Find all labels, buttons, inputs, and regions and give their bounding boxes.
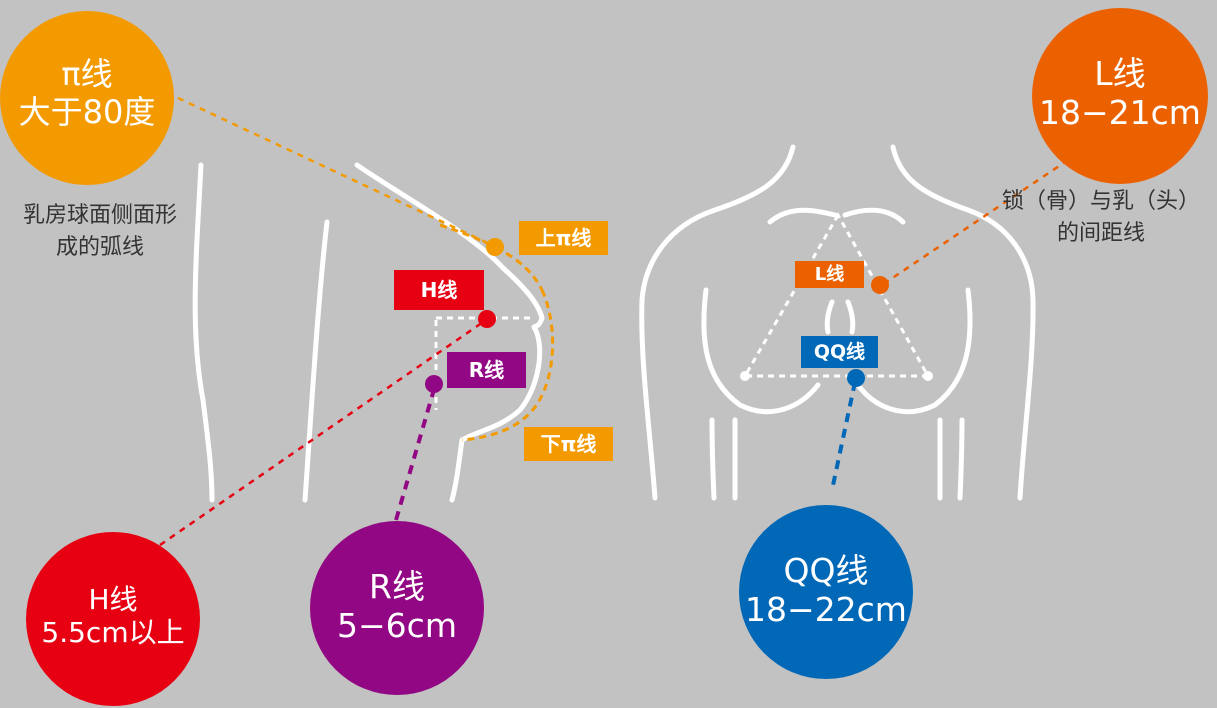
h-circle-line1: H线: [88, 583, 138, 616]
front-sternum-right: [845, 299, 856, 335]
front-left-side: [709, 417, 717, 501]
qq-leader-line: [830, 381, 857, 491]
lower-pi-line: [461, 289, 555, 442]
pi-circle-line2: 大于80度: [18, 92, 156, 131]
h-dot: [478, 310, 496, 328]
r-circle-line2: 5−6cm: [337, 605, 457, 645]
front-left-breast: [701, 287, 821, 415]
lower-pi-tag: 下π线: [540, 432, 597, 456]
front-triangle: [742, 211, 931, 378]
qq-dot: [847, 369, 865, 387]
qq-circle: [739, 505, 913, 679]
pi-circle-text: π线 大于80度: [0, 55, 174, 132]
l-dot: [871, 276, 889, 294]
r-circle: [310, 521, 484, 695]
side-breast-outline: [354, 162, 545, 503]
upper-pi-tag: 上π线: [535, 226, 592, 250]
right-note-line2: 的间距线: [1056, 220, 1145, 246]
pi-circle-line1: π线: [61, 55, 113, 93]
pi-leader-line: [177, 96, 495, 248]
r-leader-line: [394, 385, 437, 521]
side-view-figure: [192, 162, 545, 503]
left-note-line1: 乳房球面侧面形: [22, 203, 177, 228]
left-nipple-dot: [740, 371, 750, 381]
lower-pi-tag-box: [524, 427, 613, 461]
l-circle: [1032, 8, 1208, 184]
l-tag-box: [795, 261, 864, 288]
front-view-figure: [639, 144, 1036, 501]
upper-pi-tag-box: [519, 221, 608, 255]
r-circle-text: R线 5−6cm: [310, 567, 484, 646]
qq-tag-box: [801, 336, 878, 368]
qq-tag: QQ线: [813, 341, 866, 363]
left-note: 乳房球面侧面形 成的弧线: [0, 200, 200, 264]
left-note-line2: 成的弧线: [55, 234, 144, 260]
right-nipple-dot: [923, 371, 933, 381]
l-circle-line1: L线: [1094, 54, 1146, 93]
l-circle-text: L线 18−21cm: [1032, 54, 1208, 133]
r-tag: R线: [468, 358, 505, 382]
r-circle-line1: R线: [369, 567, 425, 606]
right-note-line1: 锁（骨）与乳（头）: [1001, 189, 1200, 214]
l-circle-line2: 18−21cm: [1039, 92, 1201, 132]
h-tag: H线: [420, 278, 458, 302]
front-left-clavicle: [767, 207, 838, 225]
front-right-breast: [855, 287, 973, 415]
upper-pi-line: [439, 223, 544, 291]
front-right-side: [957, 417, 965, 501]
upper-pi-dot: [486, 238, 504, 256]
side-arm-line: [302, 219, 330, 503]
front-sternum-left: [824, 299, 835, 335]
qq-circle-line1: QQ线: [783, 551, 869, 590]
qq-circle-text: QQ线 18−22cm: [739, 551, 913, 630]
l-tag: L线: [814, 264, 845, 285]
front-right-shoulder: [890, 144, 1036, 501]
r-dot: [425, 375, 443, 393]
right-note: 锁（骨）与乳（头） 的间距线: [985, 186, 1217, 250]
side-back-line: [192, 162, 215, 503]
r-tag-box: [447, 352, 526, 388]
h-circle-text: H线 5.5cm以上: [26, 583, 200, 649]
qq-circle-line2: 18−22cm: [745, 589, 907, 629]
h-circle-line2: 5.5cm以上: [41, 616, 185, 650]
front-left-shoulder: [639, 144, 796, 501]
front-right-clavicle: [842, 207, 906, 225]
h-circle: [26, 532, 200, 706]
l-leader-line: [881, 158, 1069, 287]
pi-circle: [0, 11, 174, 185]
h-tag-box: [394, 270, 484, 310]
